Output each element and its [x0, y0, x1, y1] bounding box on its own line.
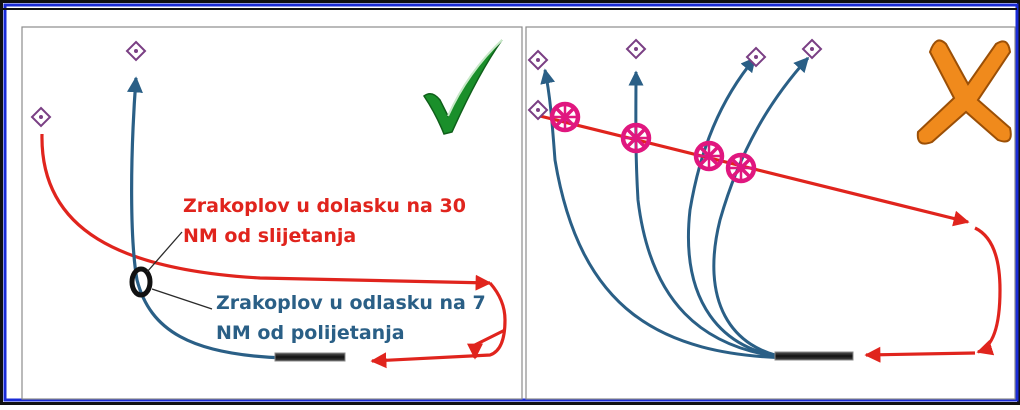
departure-label-line2: NM od polijetanja	[216, 322, 405, 344]
runway	[774, 351, 854, 361]
arrival-label-line1: Zrakoplov u dolasku na 30	[183, 195, 466, 217]
conflict-marker-icon	[696, 143, 722, 169]
check-mark-icon	[422, 39, 503, 135]
arrival-aircraft-label: Zrakoplov u dolasku na 30 NM od slijetan…	[183, 191, 466, 251]
arrival-turn-line	[974, 226, 1002, 356]
arrival-turn-arrow	[467, 328, 506, 360]
left-panel-box	[21, 26, 523, 400]
departure-route-line	[126, 76, 286, 360]
inner-border	[3, 3, 1019, 402]
departure-route-line	[712, 56, 810, 360]
departure-aircraft-label: Zrakoplov u odlasku na 7 NM od polijetan…	[216, 288, 486, 348]
arrival-final-line	[370, 281, 507, 369]
arrival-final-line	[864, 346, 976, 363]
arrival-route-line	[40, 133, 492, 291]
right-panel-box	[525, 26, 1016, 400]
incorrect-panel	[525, 26, 1016, 400]
conflict-marker-icon	[623, 125, 649, 151]
runway	[274, 352, 346, 362]
arrival-label-line2: NM od slijetanja	[183, 225, 357, 247]
cross-mark-icon	[916, 39, 1012, 145]
arrival-callout-line	[146, 231, 183, 273]
conflict-marker-icon	[728, 155, 754, 181]
departure-label-line1: Zrakoplov u odlasku na 7	[216, 292, 486, 314]
departure-route-line	[687, 56, 791, 360]
conflict-marker-icon	[552, 104, 578, 130]
departure-route-line	[628, 70, 791, 360]
correct-panel	[21, 26, 523, 400]
crossing-point-marker	[129, 266, 153, 298]
departure-callout-line	[151, 288, 213, 310]
departure-route-line	[540, 68, 791, 360]
